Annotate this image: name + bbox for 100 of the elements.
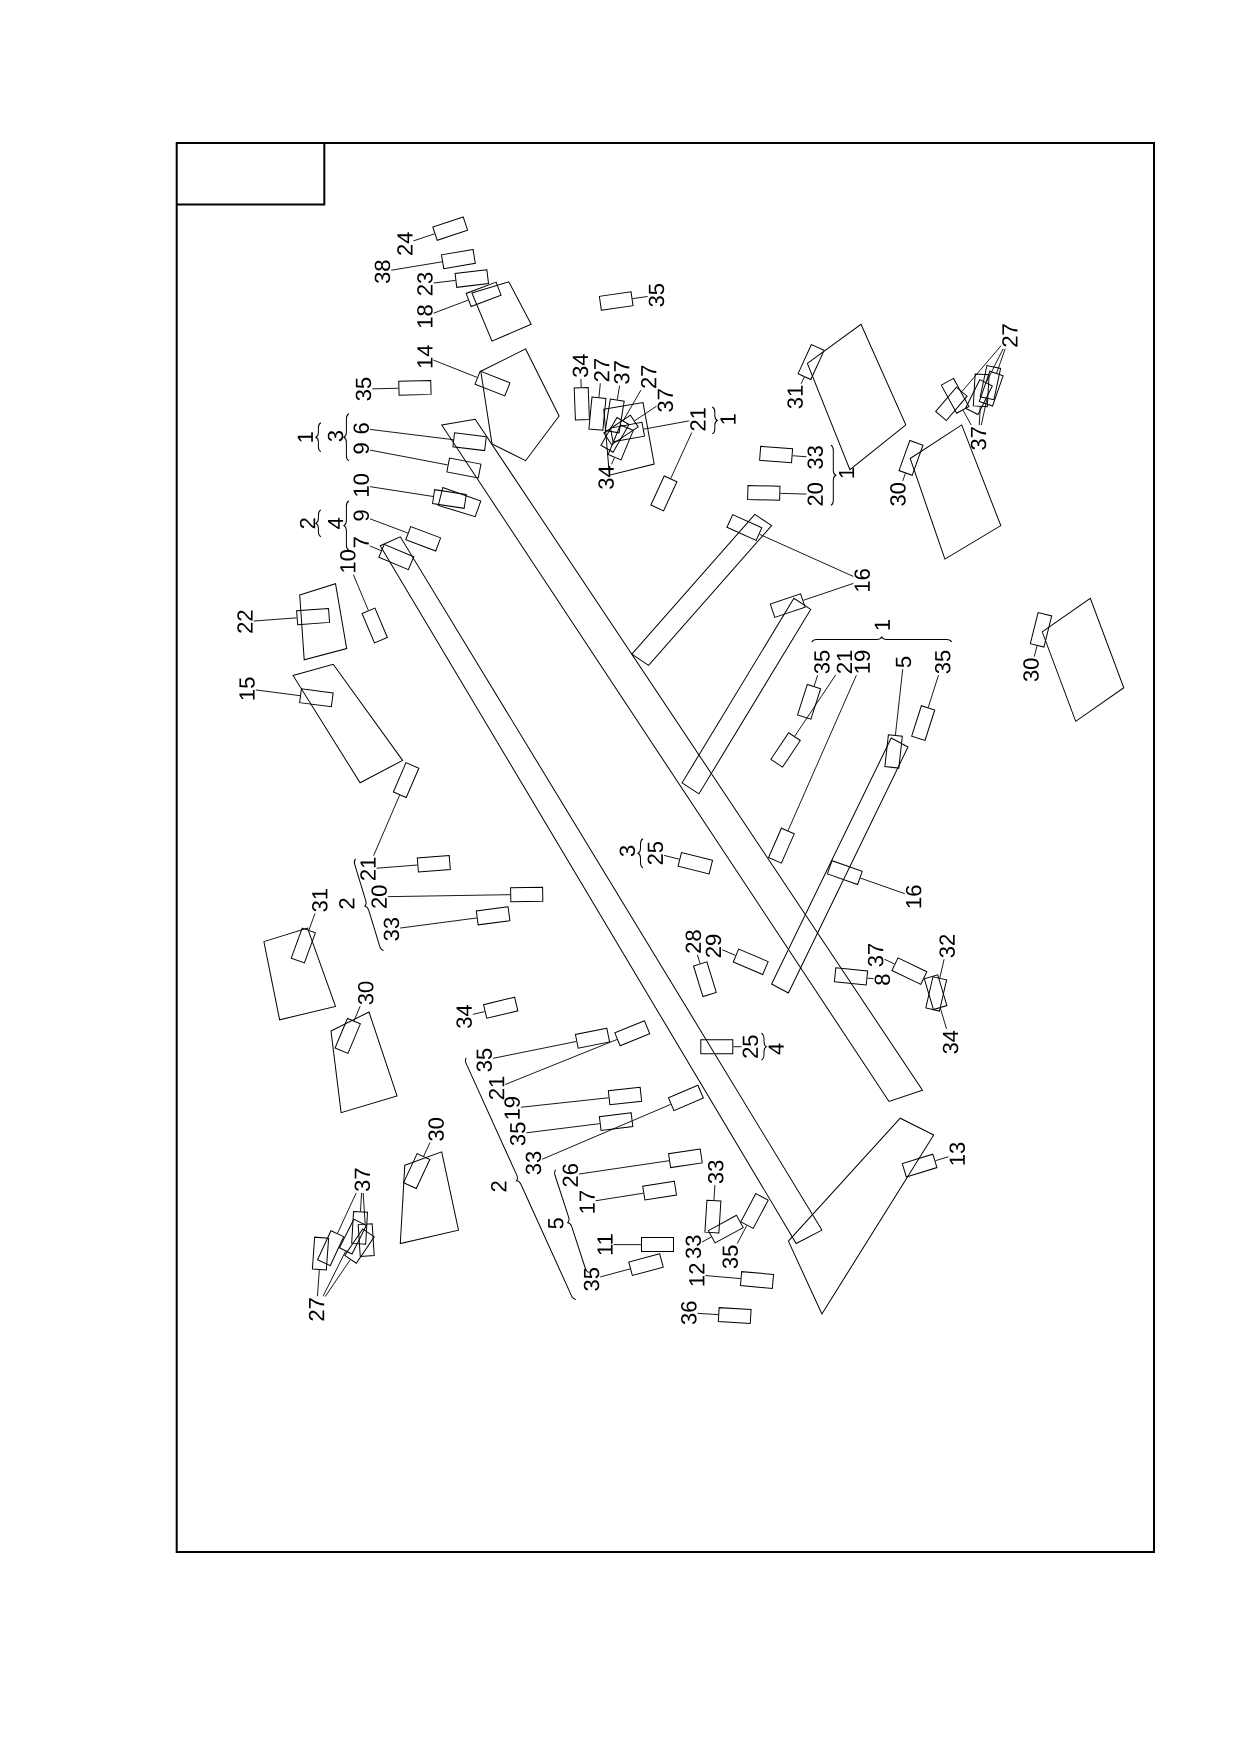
leader-line — [859, 877, 906, 895]
part-outline — [935, 386, 968, 421]
callout-number: 21 — [690, 408, 706, 431]
callout-number: 7 — [353, 537, 369, 548]
leader-line — [632, 296, 649, 300]
callout-number: 23 — [417, 272, 433, 296]
leader-line — [413, 233, 435, 242]
leader-line — [634, 405, 657, 422]
callout-number: 12 — [689, 1263, 705, 1286]
callout-number: 19 — [504, 1097, 520, 1119]
callout-number: 35 — [509, 1122, 526, 1146]
callout-number: 27 — [640, 365, 657, 388]
callout-number: 21 — [360, 857, 376, 881]
leader-line — [670, 432, 693, 479]
leader-line — [433, 279, 456, 284]
leader-line — [369, 486, 434, 497]
leader-line — [927, 674, 939, 708]
callout-number: 35 — [355, 377, 372, 401]
leader-line — [369, 428, 454, 441]
callout-number: 30 — [1023, 658, 1039, 682]
part-outline — [797, 683, 822, 720]
part-outline — [603, 414, 639, 446]
leader-line — [643, 420, 690, 430]
callout-number: 18 — [417, 305, 433, 328]
part-outline — [891, 957, 928, 985]
callout-number: 19 — [854, 650, 870, 673]
callout-number: 30 — [890, 482, 906, 506]
callout-number: 30 — [428, 1118, 444, 1141]
callout-number: 27 — [593, 358, 610, 382]
leader-line — [696, 954, 701, 964]
leader-line — [541, 1103, 672, 1160]
part-outline — [351, 1210, 368, 1245]
leader-line — [616, 385, 621, 401]
leader-line — [1033, 645, 1038, 658]
leader-line — [376, 864, 418, 869]
callout-number: 10 — [353, 473, 369, 496]
part-outline — [600, 417, 630, 453]
leader-line — [369, 545, 382, 552]
callout-number: 3 — [327, 430, 344, 442]
part-outline — [972, 373, 990, 408]
leader-line — [792, 455, 807, 458]
callout-number: 34 — [942, 1030, 959, 1054]
part-outline — [901, 1153, 938, 1178]
part-outline — [704, 1199, 722, 1234]
leader-line — [794, 674, 837, 737]
leader-line — [939, 1007, 947, 1030]
callout-number: 37 — [613, 361, 630, 384]
part-outline — [978, 370, 1004, 407]
leader-line — [779, 492, 807, 495]
part-outline — [510, 886, 544, 903]
callout-number: 9 — [353, 443, 369, 454]
leader-line — [599, 1268, 631, 1278]
leader-line — [732, 1046, 742, 1048]
leader-line — [866, 977, 874, 980]
callout-number: 21 — [488, 1076, 505, 1100]
part-outline — [732, 948, 769, 975]
callout-number: 26 — [562, 1164, 579, 1187]
leader-line — [902, 473, 906, 482]
leader-line — [598, 382, 601, 398]
leader-line — [362, 1192, 366, 1225]
leader-line — [324, 1259, 351, 1298]
callout-number: 14 — [417, 345, 433, 368]
callout-number: 34 — [456, 1004, 472, 1028]
leader-line — [504, 1039, 618, 1085]
part-outline — [483, 996, 519, 1019]
part-outline — [573, 386, 590, 421]
callout-number: 30 — [357, 981, 374, 1005]
callout-number: 3 — [619, 845, 636, 857]
part-outline — [898, 440, 924, 476]
part-outline — [979, 365, 1002, 401]
callout-number: 5 — [895, 656, 912, 668]
callout-number: 34 — [598, 465, 614, 489]
part-outline — [965, 379, 993, 416]
part-outline — [454, 269, 489, 288]
part-outline — [768, 827, 795, 864]
part-outline — [344, 1228, 375, 1264]
part-outline — [911, 705, 936, 741]
leader-line — [433, 299, 469, 314]
callout-number: 9 — [353, 510, 369, 521]
callout-number: 2 — [299, 518, 316, 529]
part-outline — [610, 421, 645, 443]
callout-number: 24 — [397, 232, 413, 255]
leader-line — [317, 1269, 320, 1297]
part-outline — [446, 457, 482, 479]
part-outline — [317, 1230, 345, 1267]
leader-line — [390, 261, 443, 271]
callout-number: 33 — [685, 1235, 702, 1259]
leader-line — [595, 1192, 644, 1202]
part-outline — [378, 543, 415, 571]
callout-number: 13 — [949, 1142, 965, 1165]
part-outline — [452, 432, 487, 452]
leader-line — [934, 1156, 949, 1162]
leader-line — [736, 1225, 748, 1245]
leader-line — [697, 1312, 719, 1316]
leader-line — [663, 854, 680, 860]
callout-number: 36 — [681, 1301, 697, 1325]
part-outline — [1029, 612, 1053, 648]
callout-number: 5 — [548, 1218, 564, 1229]
leader-line — [961, 345, 1002, 392]
leader-line — [369, 518, 409, 534]
